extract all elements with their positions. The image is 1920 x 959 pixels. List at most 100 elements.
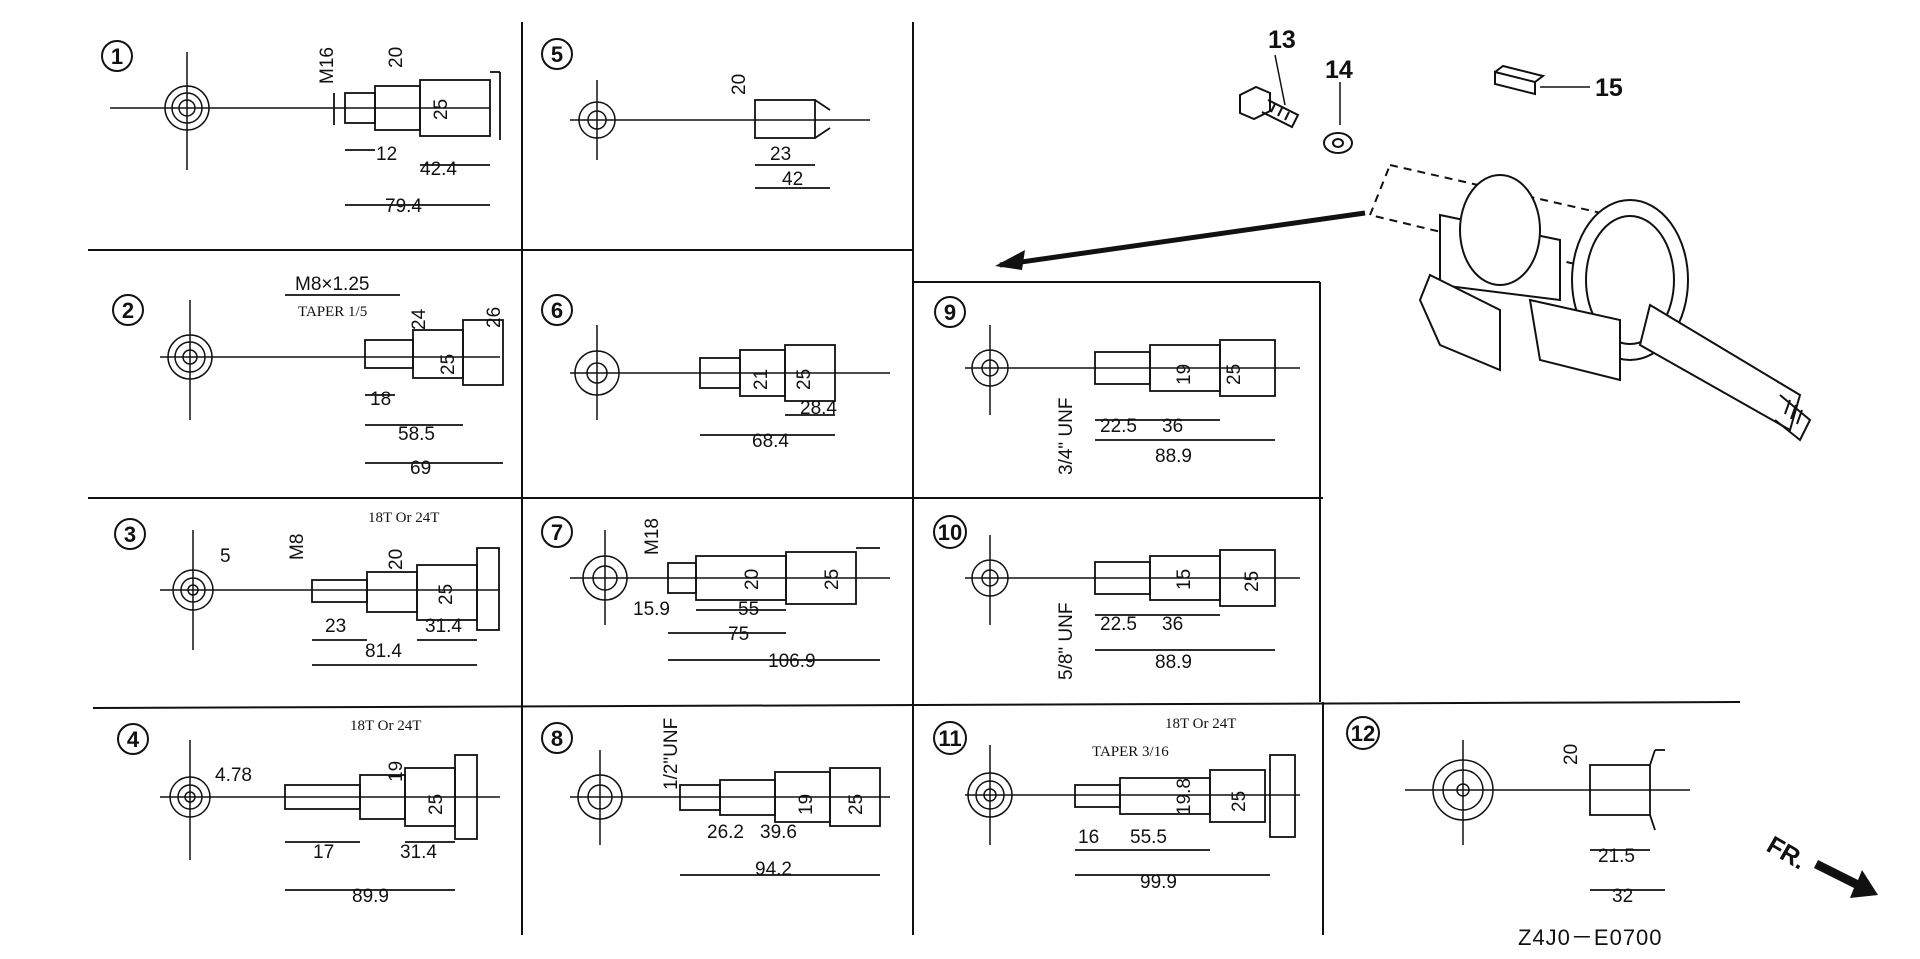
dim-label: 75 — [728, 624, 749, 645]
dim-label: 20 — [729, 74, 750, 95]
dim-label: 42.4 — [420, 159, 457, 180]
dim-label: 20 — [1561, 744, 1582, 765]
dim-label: 88.9 — [1155, 652, 1192, 673]
variant-1: 1 M16 20 25 12 42.4 79.4 — [101, 40, 501, 217]
dim-label: 19 — [796, 794, 817, 815]
dim-label: 55.5 — [1130, 827, 1167, 848]
variant-8: 8 1/2"UNF 19 25 26.2 39.6 94.2 — [541, 718, 890, 880]
dim-label: 25 — [794, 369, 815, 390]
shaft-end-view — [570, 750, 890, 845]
shaft-end-view — [1405, 740, 1690, 845]
dim-label: 25 — [436, 584, 457, 605]
shaft-side-view — [333, 71, 501, 206]
dim-label: 32 — [1612, 886, 1633, 907]
shaft-end-view — [965, 745, 1300, 845]
dim-label: 28.4 — [800, 398, 837, 419]
part-ref-13: 13 — [1268, 26, 1296, 54]
dim-label: 22.5 — [1100, 614, 1137, 635]
variant-number: 4 — [127, 727, 140, 752]
dim-label: 68.4 — [752, 431, 789, 452]
dim-label: 88.9 — [1155, 446, 1192, 467]
bolt-part — [1239, 85, 1300, 129]
variant-number: 9 — [944, 300, 956, 325]
dim-label: 25 — [822, 569, 843, 590]
thread-label: M8×1.25 — [295, 274, 369, 295]
teeth-label: 18T Or 24T — [350, 718, 421, 734]
teeth-label: 18T Or 24T — [368, 510, 439, 526]
dim-label: 36 — [1162, 614, 1183, 635]
dim-label: 79.4 — [385, 196, 422, 217]
taper-label: TAPER 1/5 — [298, 304, 367, 320]
variant-number: 1 — [111, 44, 123, 69]
front-direction-indicator: FR. — [1762, 831, 1878, 898]
dim-label: 19 — [386, 761, 407, 782]
taper-label: TAPER 3/16 — [1092, 744, 1169, 760]
thread-label: 3/4" UNF — [1056, 398, 1077, 475]
variant-12: 12 20 21.5 32 — [1346, 716, 1690, 907]
dim-label: 18 — [370, 389, 391, 410]
front-label: FR. — [1762, 831, 1811, 875]
thread-label: 1/2"UNF — [661, 718, 682, 790]
dim-label: 39.6 — [760, 822, 797, 843]
variant-number: 8 — [551, 726, 563, 751]
shaft-side-view — [667, 547, 880, 661]
dim-label: 20 — [742, 569, 763, 590]
variant-11: 11 18T Or 24T TAPER 3/16 19.8 25 16 55.5… — [933, 716, 1300, 893]
thread-label: 5/8" UNF — [1056, 603, 1077, 680]
variant-2: 2 M8×1.25 TAPER 1/5 24 26 25 18 58.5 69 — [112, 274, 505, 479]
variant-number: 2 — [122, 298, 134, 323]
shaft-end-view — [160, 300, 500, 420]
shaft-side-view — [1094, 549, 1276, 651]
crankshaft-body — [1368, 163, 1812, 442]
shaft-side-view — [1074, 754, 1296, 876]
variant-number: 11 — [938, 726, 961, 751]
dim-label: 17 — [313, 842, 334, 863]
variant-number: 12 — [1351, 721, 1375, 746]
shaft-side-view — [284, 754, 478, 891]
part-ref-14: 14 — [1325, 56, 1353, 84]
dim-label: 31.4 — [425, 616, 462, 637]
shaft-end-view — [110, 52, 490, 170]
dim-label: 69 — [410, 458, 431, 479]
variant-10: 10 5/8" UNF 15 25 22.5 36 88.9 — [933, 515, 1300, 680]
teeth-label: 18T Or 24T — [1165, 716, 1236, 732]
dim-label: 42 — [782, 169, 803, 190]
shaft-end-view — [160, 740, 500, 860]
variant-number: 10 — [938, 520, 962, 545]
dim-label: 19 — [1174, 364, 1195, 385]
dim-label: 16 — [1078, 827, 1099, 848]
dim-label: 55 — [738, 599, 759, 620]
dim-label: 21 — [751, 369, 772, 390]
shaft-end-view — [570, 325, 890, 420]
dim-label: 12 — [376, 144, 397, 165]
dim-label: M18 — [642, 518, 663, 555]
shaft-side-view — [1589, 749, 1665, 891]
dim-label: M16 — [317, 47, 338, 84]
washer-part — [1323, 132, 1353, 154]
dim-label: 36 — [1162, 416, 1183, 437]
dim-label: 106.9 — [768, 651, 816, 672]
dim-label: 25 — [431, 99, 452, 120]
dim-label: 25 — [438, 354, 459, 375]
dim-label: 25 — [1242, 571, 1263, 592]
dim-label: 20 — [386, 47, 407, 68]
dim-label: 23 — [770, 144, 791, 165]
dim-label: 25 — [426, 794, 447, 815]
dim-label: 81.4 — [365, 641, 402, 662]
dim-label: 26 — [484, 307, 505, 328]
dim-label: 15.9 — [633, 599, 670, 620]
shaft-end-view — [160, 530, 500, 650]
dim-label: 31.4 — [400, 842, 437, 863]
shaft-side-view — [679, 767, 881, 876]
part-ref-15: 15 — [1595, 74, 1623, 102]
variant-number: 3 — [124, 522, 136, 547]
shaft-end-view — [965, 325, 1300, 415]
variant-7: 7 M18 20 25 15.9 55 75 106.9 — [541, 516, 890, 672]
shaft-end-view — [965, 535, 1300, 625]
variant-4: 4 18T Or 24T 4.78 19 25 17 31.4 89.9 — [117, 718, 500, 907]
crankshaft-assembly: 13 14 15 — [995, 26, 1812, 442]
dim-label: 19.8 — [1174, 778, 1195, 815]
dim-label: 58.5 — [398, 424, 435, 445]
shaft-end-view — [570, 80, 870, 160]
